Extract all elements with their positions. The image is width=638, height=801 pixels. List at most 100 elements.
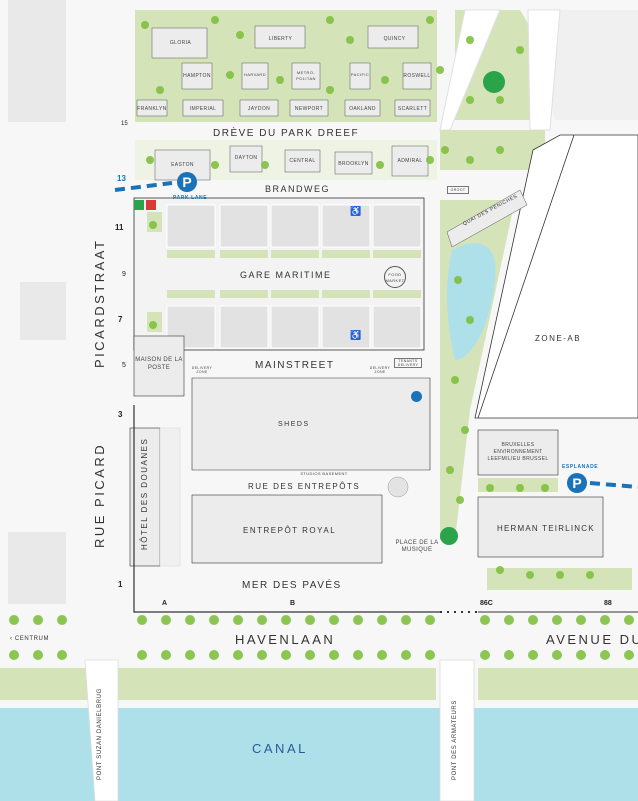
num-1: 1 xyxy=(118,580,123,589)
num-15: 15 xyxy=(121,121,128,127)
tree xyxy=(461,426,469,434)
entrepot-outline xyxy=(191,494,383,564)
tree xyxy=(456,496,464,504)
bld-newport: NEWPORT xyxy=(294,106,324,112)
centrum-link[interactable]: ‹ CENTRUM xyxy=(10,636,50,642)
tree xyxy=(149,221,157,229)
tree xyxy=(552,615,562,625)
tree xyxy=(480,650,490,660)
tree xyxy=(426,156,434,164)
tree xyxy=(466,156,474,164)
tree xyxy=(276,76,284,84)
tree xyxy=(236,31,244,39)
tree xyxy=(329,615,339,625)
label-tenants-delivery: TENANTS DELIVERY xyxy=(394,358,422,368)
left-block-bottom xyxy=(8,532,66,604)
num-11: 11 xyxy=(115,223,124,232)
tree xyxy=(353,615,363,625)
bld-central: CENTRAL xyxy=(289,158,316,164)
tree xyxy=(586,571,594,579)
bld-zone-ab: ZONE-AB xyxy=(535,334,582,343)
parking-icon-esplanade[interactable]: P xyxy=(567,473,587,493)
tree xyxy=(425,650,435,660)
trees-layer xyxy=(9,16,634,660)
tree xyxy=(281,615,291,625)
street-avenue: AVENUE DU xyxy=(546,632,638,647)
tree xyxy=(233,615,243,625)
tree xyxy=(33,615,43,625)
toilet-icon-1: ♿ xyxy=(350,206,362,216)
tree xyxy=(624,650,634,660)
tree xyxy=(257,650,267,660)
centrum-label: CENTRUM xyxy=(14,636,50,642)
food-market-badge: FOOD MARKET xyxy=(384,266,406,288)
tree xyxy=(185,650,195,660)
tree xyxy=(401,650,411,660)
defibrillator-icon xyxy=(146,200,156,210)
label-park-lane: PARK LANE xyxy=(173,195,208,201)
label-esplanade: ESPLANADE xyxy=(562,464,599,470)
tree xyxy=(480,615,490,625)
tree xyxy=(466,36,474,44)
bridge-suzan xyxy=(84,659,119,801)
tree xyxy=(576,615,586,625)
street-pont-suzan: PONT SUZAN DANIELBRUG xyxy=(97,688,103,780)
label-studios: STUDIOS BASEMENT xyxy=(300,471,348,476)
tree xyxy=(496,566,504,574)
park-east-top xyxy=(440,130,545,170)
bld-jaydon: JAYDON xyxy=(247,106,271,112)
first-aid-icon xyxy=(134,200,144,210)
num-9: 9 xyxy=(122,271,126,278)
canal-label: CANAL xyxy=(252,741,308,756)
tree xyxy=(326,16,334,24)
tree xyxy=(552,650,562,660)
left-block-mid xyxy=(20,282,66,340)
tree xyxy=(541,484,549,492)
community-icon-musique[interactable] xyxy=(440,527,458,545)
sheds-outline xyxy=(191,377,431,471)
bike-icon xyxy=(411,391,422,402)
tree xyxy=(161,650,171,660)
bld-metro: METRO-POLITAN xyxy=(296,70,316,81)
tree xyxy=(211,16,219,24)
tree xyxy=(426,16,434,24)
tree xyxy=(226,71,234,79)
bld-hotel-douanes: HÔTEL DES DOUANES xyxy=(140,437,149,550)
tree xyxy=(504,615,514,625)
tree xyxy=(466,316,474,324)
bld-sheds: SHEDS xyxy=(278,421,310,428)
bld-gloria: GLORIA xyxy=(169,40,192,46)
douanes-outline xyxy=(129,427,161,567)
street-dreve: DRÈVE DU PARK DREEF xyxy=(213,128,360,139)
parking-icon-north[interactable]: P xyxy=(177,172,197,192)
street-rue-entrepots: RUE DES ENTREPÔTS xyxy=(248,482,361,491)
park-south-east xyxy=(478,668,638,700)
tree xyxy=(624,615,634,625)
bld-dayton: DAYTON xyxy=(234,155,258,161)
tree xyxy=(156,86,164,94)
street-rue-picard: RUE PICARD xyxy=(92,442,107,548)
park-south-west xyxy=(0,668,436,700)
bld-roswell: ROSWELL xyxy=(403,73,431,79)
label-groot: GROOT xyxy=(447,186,469,194)
street-picardstraat: PICARDSTRAAT xyxy=(92,238,107,368)
tree xyxy=(381,76,389,84)
tree xyxy=(9,615,19,625)
tree xyxy=(137,650,147,660)
tree xyxy=(576,650,586,660)
bld-entrepot-royal: ENTREPÔT ROYAL xyxy=(243,526,337,535)
street-pont-armateurs: PONT DES ARMATEURS xyxy=(452,700,458,780)
tree xyxy=(329,650,339,660)
tree xyxy=(233,650,243,660)
street-havenlaan: HAVENLAAN xyxy=(235,632,336,647)
bld-pacific: PACIFIC xyxy=(350,72,370,77)
bld-maison-poste: MAISON DE LA POSTE xyxy=(135,357,183,371)
bld-easton: EASTON xyxy=(171,162,194,168)
toilet-icon-2: ♿ xyxy=(350,330,362,340)
tree xyxy=(57,615,67,625)
num-88: 88 xyxy=(604,600,612,607)
tree xyxy=(446,466,454,474)
label-delivery-2: DELIVERY ZONE xyxy=(369,366,391,374)
tree xyxy=(528,650,538,660)
community-icon-park[interactable] xyxy=(483,71,505,93)
